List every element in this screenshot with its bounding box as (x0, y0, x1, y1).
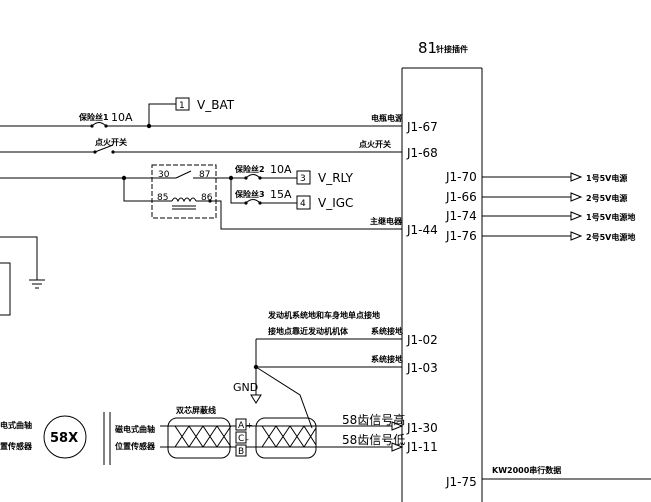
svg-text:1号5V电源地: 1号5V电源地 (586, 212, 635, 222)
signal-low-label: 58齿信号低 (342, 433, 405, 447)
svg-text:2号5V电源: 2号5V电源 (586, 193, 627, 203)
terminal-3-vrly: 3 V_RLY (296, 170, 354, 185)
crank-sensor-section: 电式曲轴 置传感器 58X 磁电式曲轴 位置传感器 双芯屏蔽线 A + C - … (0, 405, 405, 465)
connector-title-number: 81 (418, 39, 437, 57)
wire-j1-67-battery: 保险丝1 10A 电瓶电源 (0, 103, 403, 129)
w67-label: 电瓶电源 (371, 113, 403, 123)
connector-title-suffix: 针接插件 (436, 44, 468, 54)
svg-text:V_IGC: V_IGC (318, 196, 353, 210)
pin-label-j1-03: J1-03 (406, 361, 438, 375)
relay-pin-87: 87 (199, 170, 210, 180)
w02-label: 系统接地 (371, 326, 403, 336)
w03-label: 系统接地 (371, 354, 403, 364)
sensor-name-line2: 位置传感器 (115, 441, 156, 451)
fuse3-circuit: 保险丝3 15A (230, 178, 297, 205)
svg-text:保险丝3: 保险丝3 (234, 189, 265, 199)
pin-label-j1-76: J1-76 (445, 229, 477, 243)
output-2-5v-power: 2号5V电源 (482, 192, 627, 203)
pin-label-j1-44: J1-44 (406, 223, 438, 237)
pin-b: B (238, 447, 244, 457)
pin-label-j1-74: J1-74 (445, 209, 477, 223)
cable-label: 双芯屏蔽线 (176, 405, 216, 415)
trigger-wheel-58x: 58X (50, 431, 78, 446)
signal-high-label: 58齿信号高 (342, 412, 405, 427)
ignition-switch-label: 点火开关 (95, 137, 127, 147)
svg-text:V_BAT: V_BAT (197, 98, 235, 112)
ground-note-line2: 接地点靠近发动机机体 (268, 326, 349, 336)
output-2-5v-ground: 2号5V电源地 (482, 231, 635, 242)
left-text-line2: 置传感器 (0, 441, 33, 451)
pin-label-j1-70: J1-70 (445, 170, 477, 184)
ground-note-line1: 发动机系统地和车身地单点接地 (267, 310, 380, 320)
pin-label-j1-67: J1-67 (406, 120, 438, 134)
left-text-line1: 电式曲轴 (0, 420, 32, 430)
pin-minus: - (246, 435, 249, 444)
pin-label-j1-30: J1-30 (406, 421, 438, 435)
svg-text:KW2000串行数据: KW2000串行数据 (492, 465, 561, 475)
w68-label: 点火开关 (359, 139, 391, 149)
terminal-1-vbat: 1 V_BAT (175, 97, 235, 112)
relay-pin-85: 85 (157, 193, 168, 203)
terminal-4-vigc: 4 V_IGC (296, 195, 353, 210)
svg-text:保险丝2: 保险丝2 (234, 164, 265, 174)
kw2000-serial-bus: KW2000串行数据 (482, 465, 651, 480)
svg-text:4: 4 (300, 199, 306, 209)
pin-label-j1-11: J1-11 (406, 440, 438, 454)
pin-c: C (238, 434, 244, 444)
svg-text:2号5V电源地: 2号5V电源地 (586, 232, 635, 242)
pin-label-j1-75: J1-75 (445, 475, 477, 489)
gnd-label: GND (233, 381, 258, 394)
pin-label-j1-66: J1-66 (445, 190, 477, 204)
svg-text:15A: 15A (270, 188, 292, 201)
fuse2-circuit: 保险丝2 10A (228, 163, 297, 181)
svg-text:1: 1 (179, 101, 185, 111)
wire-j1-68-ignition: 点火开关 点火开关 (0, 137, 402, 154)
main-relay: 30 87 85 86 主继电器 (0, 164, 403, 230)
connector-81pin: 81 针接插件 (401, 39, 483, 502)
pin-a: A (238, 421, 245, 431)
output-1-5v-power: 1号5V电源 (482, 172, 627, 183)
left-cutoff-component (0, 236, 45, 316)
svg-text:10A: 10A (270, 163, 292, 176)
pin-label-j1-68: J1-68 (406, 146, 438, 160)
relay-pin-30: 30 (158, 170, 170, 180)
system-ground-network: 发动机系统地和车身地单点接地 接地点靠近发动机机体 GND 系统接地 系统接地 (233, 310, 403, 429)
output-1-5v-ground: 1号5V电源地 (482, 211, 635, 222)
svg-text:3: 3 (300, 174, 306, 184)
fuse1-amp: 10A (111, 111, 133, 124)
pin-label-j1-02: J1-02 (406, 333, 438, 347)
relay-pin-86: 86 (201, 193, 213, 203)
w44-label: 主继电器 (370, 216, 403, 226)
svg-text:1号5V电源: 1号5V电源 (586, 173, 627, 183)
svg-text:V_RLY: V_RLY (318, 171, 354, 185)
fuse1-label: 保险丝1 (78, 112, 109, 122)
sensor-name-line1: 磁电式曲轴 (115, 424, 155, 434)
